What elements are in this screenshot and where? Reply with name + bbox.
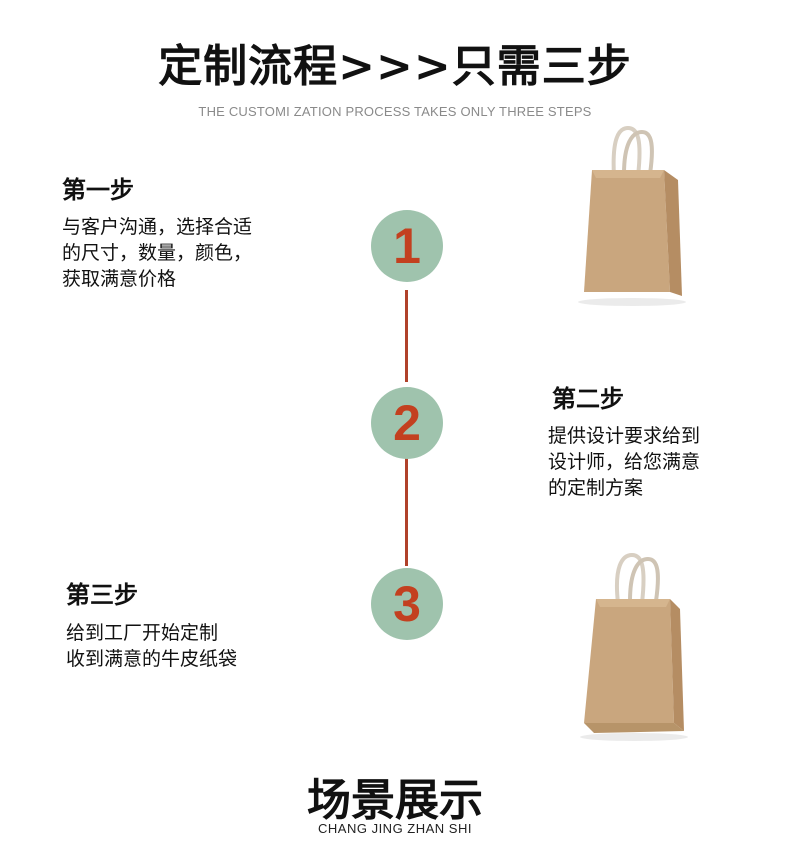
step-3-number-badge: 3 xyxy=(371,568,443,640)
kraft-paper-bag-icon xyxy=(580,552,688,741)
step-2-title: 第二步 xyxy=(552,385,624,413)
step-3-title: 第三步 xyxy=(66,581,138,609)
step-1-number-badge: 1 xyxy=(371,210,443,282)
section-subtitle: CHANG JING ZHAN SHI xyxy=(318,821,472,836)
page-title: 定制流程>>>只需三步 xyxy=(158,41,632,92)
step-1-title: 第一步 xyxy=(62,176,134,204)
step-2-number-badge: 2 xyxy=(371,387,443,459)
page-subtitle: THE CUSTOMI ZATION PROCESS TAKES ONLY TH… xyxy=(198,104,592,119)
connector-line-2 xyxy=(405,458,408,566)
step-3-description: 给到工厂开始定制 收到满意的牛皮纸袋 xyxy=(66,622,238,670)
step-2-description: 提供设计要求给到 设计师，给您满意 的定制方案 xyxy=(548,425,701,499)
kraft-paper-bag-icon xyxy=(578,125,686,306)
section-title: 场景展示 xyxy=(307,775,483,826)
connector-line-1 xyxy=(405,290,408,382)
step-1-description: 与客户沟通，选择合适 的尺寸，数量，颜色， 获取满意价格 xyxy=(62,216,253,290)
